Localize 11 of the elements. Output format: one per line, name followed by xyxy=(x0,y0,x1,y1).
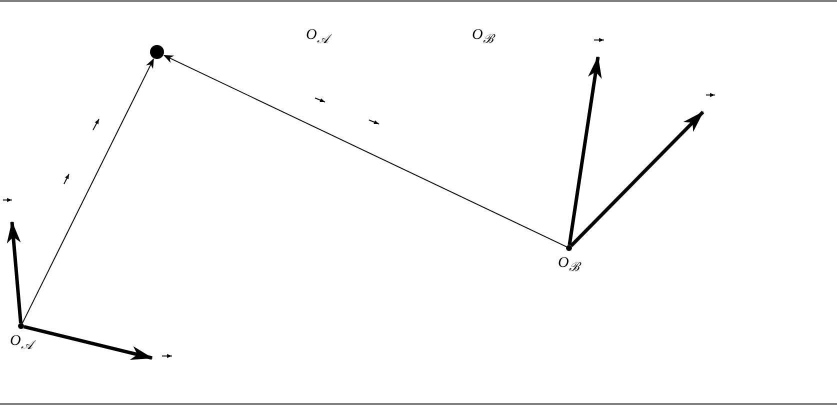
point-dot xyxy=(150,45,164,59)
axis-arrow xyxy=(6,221,22,324)
frame-label: O$_{ℬ}$ xyxy=(472,27,493,47)
axis-arrow xyxy=(568,56,602,246)
axis-arrow xyxy=(570,110,704,248)
origin-label: O$_{ℬ}$ xyxy=(558,255,579,275)
axis-arrow xyxy=(24,325,153,360)
origin-dot xyxy=(566,245,572,251)
origin-dot xyxy=(18,323,24,329)
arrow xyxy=(163,54,567,248)
arrow xyxy=(22,58,154,324)
